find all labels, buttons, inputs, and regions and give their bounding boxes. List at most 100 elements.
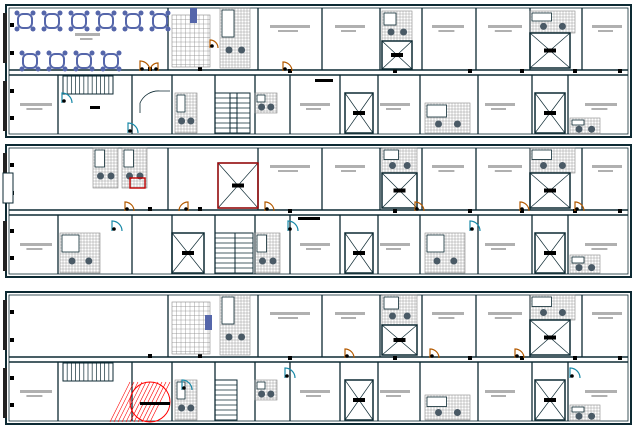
chair-icon bbox=[62, 66, 68, 72]
hatch-line bbox=[125, 381, 147, 423]
chair-icon bbox=[19, 66, 25, 72]
ramp-curve bbox=[139, 90, 170, 113]
table-set-icon bbox=[95, 10, 117, 32]
column bbox=[288, 69, 292, 73]
toilet-icon bbox=[187, 117, 195, 125]
room-label-bar bbox=[278, 317, 298, 319]
bathroom bbox=[569, 254, 601, 274]
toilet-icon bbox=[225, 333, 233, 341]
room-label-bar bbox=[300, 243, 330, 246]
wall-pier bbox=[3, 221, 7, 271]
chair-icon bbox=[165, 26, 171, 32]
room-label-bar bbox=[20, 103, 52, 106]
furniture-block bbox=[190, 8, 197, 23]
room-label bbox=[335, 165, 365, 172]
door-swing bbox=[569, 367, 581, 379]
door-swing bbox=[124, 201, 135, 212]
room-label-bar bbox=[386, 108, 401, 110]
room-label-bar bbox=[485, 243, 515, 246]
elevator-shaft bbox=[534, 379, 566, 421]
staircase bbox=[214, 232, 236, 274]
room-label-bar bbox=[485, 103, 515, 106]
room-label bbox=[300, 390, 330, 397]
room-label bbox=[270, 25, 310, 32]
column bbox=[288, 356, 292, 360]
column bbox=[10, 338, 14, 342]
chair-icon bbox=[46, 66, 52, 72]
toilet-icon bbox=[267, 390, 275, 398]
room-label-bar bbox=[26, 248, 43, 250]
bathroom bbox=[424, 394, 471, 421]
room-label-bar bbox=[494, 317, 512, 319]
door bbox=[209, 39, 219, 49]
column bbox=[10, 403, 14, 407]
toilet-icon bbox=[588, 264, 596, 272]
staircase bbox=[214, 379, 238, 421]
toilet-icon bbox=[258, 103, 266, 111]
table-set-icon bbox=[19, 50, 41, 72]
door bbox=[127, 122, 139, 134]
room-label-bar bbox=[491, 108, 506, 110]
toilet-icon bbox=[97, 172, 104, 180]
staircase bbox=[62, 362, 114, 382]
toilet-icon bbox=[238, 46, 246, 54]
chair-icon bbox=[68, 10, 74, 16]
elevator-shaft bbox=[381, 40, 413, 70]
column bbox=[573, 69, 577, 73]
staircase bbox=[62, 75, 114, 95]
column bbox=[10, 116, 14, 120]
elevator-shaft bbox=[344, 379, 374, 421]
inner-wall-line bbox=[8, 147, 629, 275]
shaft-label bbox=[182, 251, 194, 255]
toilet-icon bbox=[403, 162, 411, 169]
room-label bbox=[270, 312, 310, 319]
room-label-bar bbox=[20, 390, 52, 393]
toilet-icon bbox=[258, 390, 266, 398]
bathroom bbox=[529, 10, 576, 34]
room-label-bar bbox=[592, 312, 622, 315]
elevator-shaft bbox=[171, 232, 205, 274]
shaft-outline bbox=[381, 324, 418, 356]
toilet-icon bbox=[540, 22, 547, 30]
bathroom bbox=[254, 92, 278, 114]
shaft-outline bbox=[171, 232, 205, 274]
room-label-bar bbox=[494, 170, 512, 172]
tiled-floor bbox=[171, 301, 211, 355]
room-label bbox=[488, 165, 522, 172]
chair-icon bbox=[138, 10, 144, 16]
bathroom bbox=[424, 232, 466, 274]
chair-icon bbox=[62, 50, 68, 56]
door bbox=[264, 201, 275, 212]
toilet-icon bbox=[238, 333, 246, 341]
room-label bbox=[592, 25, 622, 32]
door-swing bbox=[282, 61, 293, 72]
column bbox=[468, 69, 472, 73]
tiled-floor bbox=[529, 147, 576, 174]
bathroom bbox=[529, 147, 576, 174]
door-swing bbox=[514, 348, 525, 359]
column bbox=[288, 209, 292, 213]
tile-outline bbox=[174, 92, 198, 134]
toilet-icon bbox=[389, 312, 396, 320]
door-knob bbox=[128, 129, 132, 133]
door-knob bbox=[184, 207, 188, 211]
column bbox=[618, 69, 622, 73]
fixture bbox=[94, 149, 105, 168]
shaft-label bbox=[391, 53, 403, 57]
room-label bbox=[585, 103, 617, 110]
chair-icon bbox=[149, 26, 155, 32]
tile-outline bbox=[59, 232, 101, 274]
elevator-shaft bbox=[217, 162, 259, 209]
elevator-shaft bbox=[381, 172, 418, 209]
fixture bbox=[176, 94, 186, 113]
fixture bbox=[531, 149, 552, 160]
shaft-outline bbox=[381, 40, 413, 70]
toilet-icon bbox=[450, 257, 458, 265]
fixture bbox=[256, 94, 266, 103]
door bbox=[574, 201, 585, 212]
table-set-icon bbox=[149, 10, 171, 32]
column bbox=[10, 89, 14, 93]
door-knob bbox=[285, 374, 289, 378]
chair-icon bbox=[111, 10, 117, 16]
bathroom bbox=[569, 404, 601, 422]
